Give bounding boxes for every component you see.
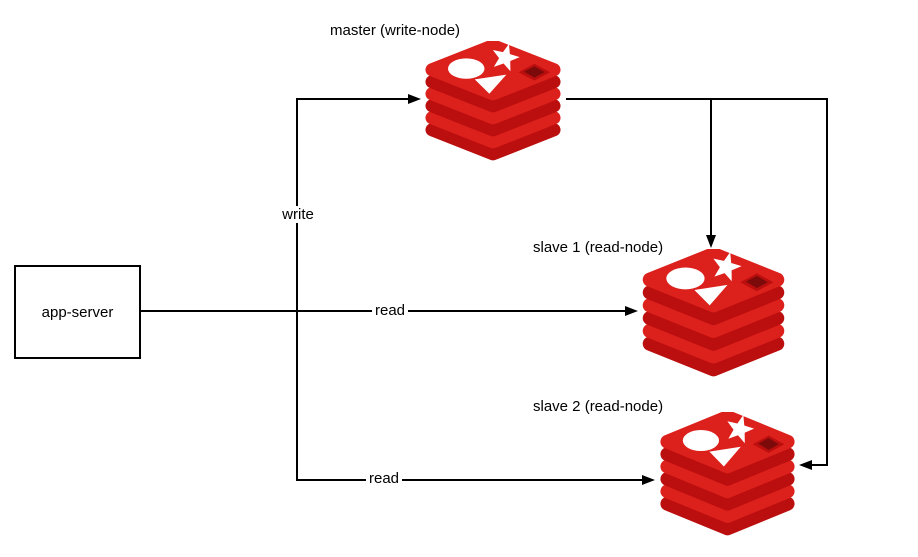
edge-label-read-slave1: read	[371, 302, 409, 319]
redis-database-icon-slave2	[655, 412, 800, 536]
arrowhead-icon-master-to-slave2	[799, 460, 812, 470]
node-app-server: app-server	[14, 265, 141, 359]
node-label-slave1: slave 1 (read-node)	[533, 239, 664, 256]
arrowhead-icon-master-to-slave1	[706, 235, 716, 248]
edge-line-write-to-master	[297, 98, 410, 100]
edge-line-read-to-slave2	[297, 479, 644, 481]
edge-line-into-slave2	[811, 464, 828, 466]
redis-database-icon-slave1	[637, 249, 790, 377]
node-label-master: master (write-node)	[330, 22, 461, 39]
redis-database-icon-master	[420, 41, 566, 161]
edge-line-master-right	[566, 98, 828, 100]
edge-line-write-vertical	[296, 98, 298, 481]
edge-line-master-to-slave2	[826, 99, 828, 466]
arrowhead-icon-read-into-slave1	[625, 306, 638, 316]
arrowhead-icon-into-master	[408, 94, 421, 104]
arrowhead-icon-read-into-slave2	[642, 475, 655, 485]
node-label-slave2: slave 2 (read-node)	[533, 398, 664, 415]
edge-label-read-slave2: read	[365, 470, 403, 487]
edge-line-master-to-slave1	[710, 99, 712, 237]
node-app-server-label: app-server	[41, 303, 114, 321]
edge-label-write: write	[279, 206, 317, 223]
